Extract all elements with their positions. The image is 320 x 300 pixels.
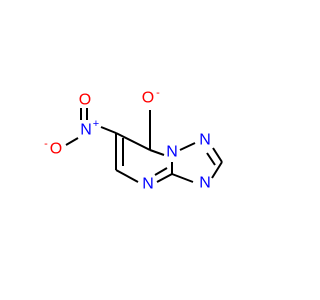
atom-o-top-charge: -: [156, 87, 160, 99]
atom-n-pyrimidine-label: N: [142, 176, 154, 193]
bond-n8-c7: [149, 149, 165, 156]
atom-n-nitro-label: N: [80, 122, 92, 139]
bond-n4-c3a: [156, 173, 173, 183]
atom-n-triazole-right-label: N: [199, 175, 211, 192]
bond-n1-c2-inner: [206, 152, 216, 166]
bond-n4-c3a-inner: [154, 167, 168, 176]
molecule-canvas: O - O N + O - N N N N: [44, 87, 223, 193]
molecule-structure-svg: O - O N + O - N N N N: [44, 87, 223, 193]
atom-o-top-label: O: [142, 90, 154, 107]
atom-n-triazole-top-label: N: [199, 132, 211, 149]
bond-n1-c2: [212, 147, 223, 163]
bond-c5-n4: [115, 169, 139, 183]
bond-c6-nnitro: [100, 126, 117, 134]
bond-c7-c6: [115, 132, 151, 151]
bond-n3-c3a: [171, 173, 194, 183]
atom-o-nitro-top-label: O: [79, 92, 91, 109]
bond-nnitro-oleft: [65, 137, 79, 146]
atom-n-bridge-label: N: [166, 144, 178, 161]
atom-o-nitro-left-charge: -: [44, 138, 48, 150]
bond-n8-n1: [179, 142, 196, 151]
bond-c2-n3: [211, 161, 223, 179]
atom-n-nitro-charge: +: [93, 118, 99, 130]
atom-o-nitro-left-label: O: [50, 141, 62, 158]
